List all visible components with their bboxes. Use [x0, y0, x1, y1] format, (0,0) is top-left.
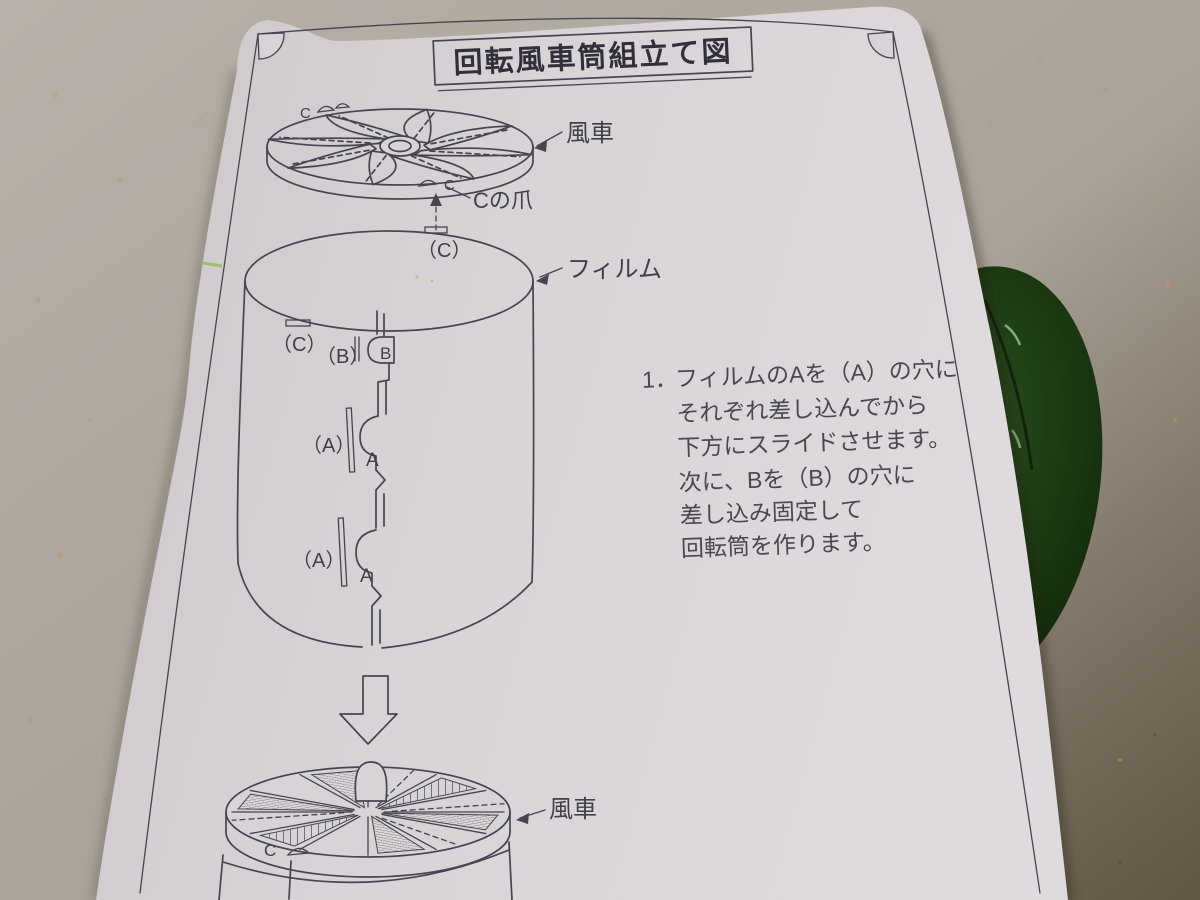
film-label: フィルム	[536, 256, 662, 285]
corner-ornament-left	[257, 32, 285, 60]
svg-text:風車: 風車	[549, 796, 597, 823]
slot-c-left	[285, 319, 311, 327]
top-windmill-drawing: C C	[263, 103, 537, 200]
tab-a2	[355, 529, 382, 646]
center-knob	[354, 761, 388, 802]
film-cylinder-drawing: （C） （C） （B） B （A） A （A） A	[236, 226, 535, 649]
claw-mark-upper	[316, 103, 351, 113]
green-pencil-mark	[202, 261, 223, 268]
page-border-frame	[139, 17, 1041, 894]
green-specks	[415, 275, 434, 283]
slot-c-top-label: （C）	[417, 239, 471, 262]
svg-text:フィルム: フィルム	[567, 256, 662, 283]
instruction-sheet-paper	[96, 6, 1068, 900]
claw-letter-c-upper: C	[300, 105, 311, 122]
hatched-vanes	[238, 771, 498, 853]
windmill-label-top: 風車	[534, 120, 614, 152]
paper-left-shadow	[91, 69, 242, 900]
windmill-label-bottom: 風車	[516, 796, 597, 824]
slot-a1-label: （A）	[302, 434, 355, 457]
tab-b-letter: B	[380, 344, 391, 363]
svg-text:Cの爪: Cの爪	[473, 188, 533, 213]
instruction-line-5: 差し込み固定して	[679, 496, 863, 528]
tab-a1	[359, 415, 386, 529]
down-arrow	[339, 675, 398, 745]
tab-a1-letter: A	[366, 450, 379, 471]
seam-and-tabs	[355, 310, 395, 646]
slot-a2-label: （A）	[292, 549, 345, 572]
step-number: 1．	[642, 366, 679, 393]
corner-ornament-right	[867, 31, 895, 59]
fan-blades	[263, 108, 537, 186]
claw-label: Cの爪	[446, 186, 533, 213]
claw-mark-lower	[417, 179, 438, 187]
tab-a2-letter: A	[360, 566, 373, 587]
claw-letter-c-lower: C	[444, 177, 455, 194]
svg-text:風車: 風車	[566, 120, 614, 147]
slot-b-label: （B）	[316, 345, 369, 368]
dashed-arrow-up	[430, 193, 442, 231]
slot-c-top	[424, 226, 448, 234]
bottom-claw-mark	[286, 847, 311, 856]
wheel-sectors	[232, 769, 504, 855]
tab-b	[367, 336, 395, 364]
table-speckles	[27, 58, 1177, 802]
bottom-assembly-drawing: C	[218, 761, 513, 900]
slot-c-left-label: （C）	[272, 333, 326, 356]
bottom-claw-letter: C	[264, 841, 276, 860]
